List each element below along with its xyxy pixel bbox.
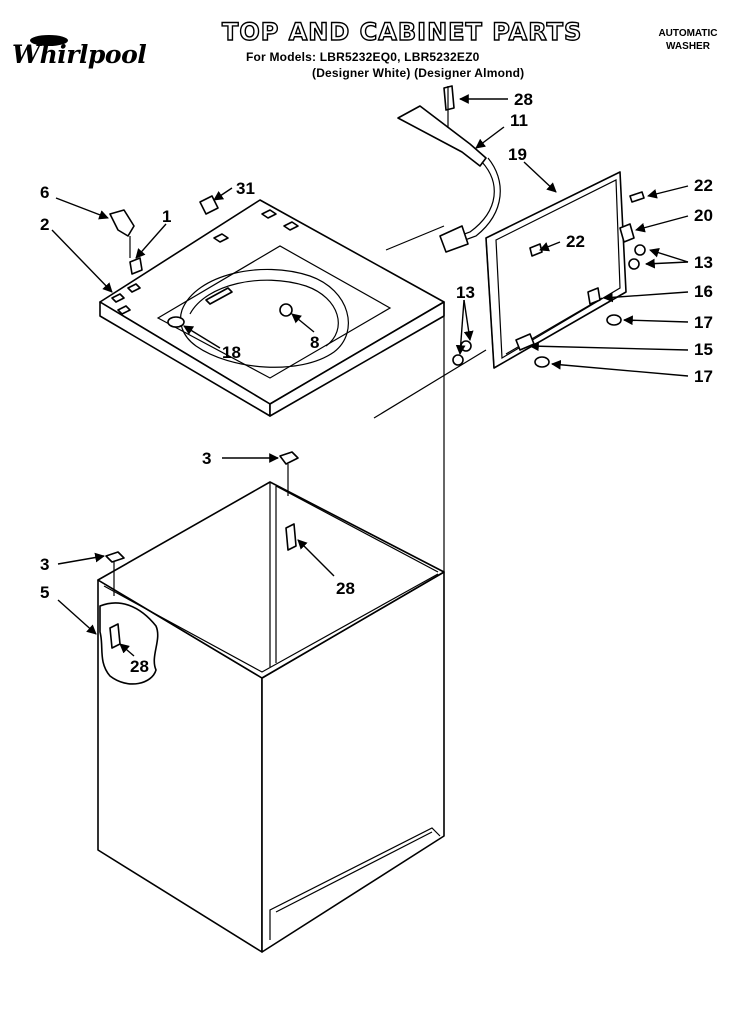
callout-16: 16 <box>694 282 713 301</box>
hinge-pin-icon <box>629 191 645 203</box>
callout-6: 6 <box>40 183 49 202</box>
callout-5: 5 <box>40 583 49 602</box>
callout-8: 8 <box>310 333 319 352</box>
callout-13-right: 13 <box>694 253 713 272</box>
callout-28-hinge-screw: 28 <box>514 90 533 109</box>
callout-31: 31 <box>236 179 255 198</box>
colors-line: (Designer White) (Designer Almond) <box>312 66 525 80</box>
switch-clip-icon <box>129 257 143 275</box>
clip-top-icon <box>279 451 299 465</box>
lid-assembly <box>397 85 646 369</box>
clip-left-icon <box>105 551 125 563</box>
callout-3-left: 3 <box>40 555 49 574</box>
grommet-icon <box>167 316 185 328</box>
callout-19: 19 <box>508 145 527 164</box>
callout-22-inner: 22 <box>566 232 585 251</box>
product-type-line1: AUTOMATIC <box>658 28 718 39</box>
lid-switch-icon <box>109 209 135 237</box>
whirlpool-logo-oval-icon <box>30 35 68 46</box>
lid-spring-icon <box>587 287 601 305</box>
callouts: 28 11 19 22 20 13 16 17 15 17 22 13 6 31… <box>40 90 713 676</box>
callout-18: 18 <box>222 343 241 362</box>
callout-1: 1 <box>162 207 171 226</box>
product-type-line2: WASHER <box>666 41 710 52</box>
brand-logo: Whirlpool <box>12 40 147 69</box>
callout-2: 2 <box>40 215 49 234</box>
tub-ring <box>179 268 349 368</box>
callout-15: 15 <box>694 340 713 359</box>
lid-opening <box>156 245 392 379</box>
switch-connector-icon <box>439 225 469 253</box>
bumper-icon <box>606 314 622 326</box>
hinge-icon <box>619 223 635 243</box>
callout-28-inside: 28 <box>130 657 149 676</box>
top-panel-surface <box>99 199 445 405</box>
callout-20: 20 <box>694 206 713 225</box>
lid-outer-frame <box>485 171 627 369</box>
page-title: TOP AND CABINET PARTS <box>221 17 583 46</box>
screw-icon <box>634 244 646 256</box>
inside-screw-icon <box>109 623 121 649</box>
toe-kick <box>269 827 441 940</box>
tub-screw-icon <box>279 303 293 317</box>
callout-13-left: 13 <box>456 283 475 302</box>
harness-screw-icon <box>443 85 455 111</box>
models-line: For Models: LBR5232EQ0, LBR5232EZ0 <box>246 50 480 64</box>
callout-17-upper: 17 <box>694 313 713 332</box>
callout-17-lower: 17 <box>694 367 713 386</box>
dispenser-tab <box>205 287 233 305</box>
top-panel <box>99 195 445 417</box>
hinge-pin-inner-icon <box>529 243 543 257</box>
lid-inner-frame <box>495 179 621 360</box>
wire-harness-icon <box>397 105 487 167</box>
callout-28-rear: 28 <box>336 579 355 598</box>
cabinet <box>97 451 445 953</box>
callout-22-right: 22 <box>694 176 713 195</box>
callout-3-top: 3 <box>202 449 211 468</box>
product-type: AUTOMATIC WASHER <box>648 27 728 53</box>
guide-lines <box>373 86 487 572</box>
rear-screw-icon <box>285 523 297 551</box>
callout-11: 11 <box>510 111 528 130</box>
